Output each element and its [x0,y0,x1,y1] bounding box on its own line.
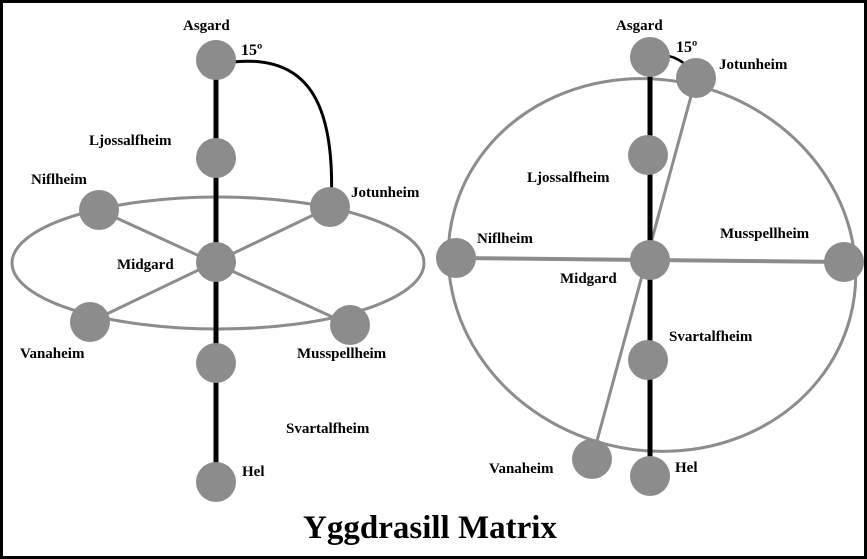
right-node-svartalfheim [628,340,668,380]
left-label-jotunheim: Jotunheim [351,185,420,201]
left-diagram: Asgard 15º Ljossalfheim Niflheim Jotunhe… [10,18,426,502]
left-rotation-arc [223,59,334,209]
left-label-vanaheim: Vanaheim [20,346,85,362]
left-node-vanaheim [70,302,110,342]
right-node-midgard [630,240,670,280]
left-node-ljossalfheim [196,138,236,178]
right-diagram: Asgard 15º Jotunheim Ljossalfheim Niflhe… [436,18,864,496]
right-node-musspellheim [824,242,864,282]
right-node-vanaheim [572,439,612,479]
left-label-hel: Hel [242,464,265,480]
right-label-angle: 15º [676,39,697,56]
left-node-jotunheim [310,187,350,227]
right-node-asgard [630,37,670,77]
left-label-musspellheim: Musspellheim [297,346,387,362]
left-node-svartalfheim [196,343,236,383]
right-label-niflheim: Niflheim [477,231,533,247]
diagram-title: Yggdrasill Matrix [303,510,557,546]
right-label-midgard: Midgard [560,271,617,287]
left-node-niflheim [79,190,119,230]
right-label-ljossalfheim: Ljossalfheim [527,170,610,186]
left-node-asgard [196,40,236,80]
left-label-midgard: Midgard [117,257,174,273]
left-label-asgard: Asgard [183,18,230,34]
right-node-niflheim [436,238,476,278]
right-node-hel [630,456,670,496]
right-label-musspellheim: Musspellheim [720,226,810,242]
left-label-niflheim: Niflheim [31,172,87,188]
right-label-jotunheim: Jotunheim [719,57,788,73]
right-node-jotunheim [676,58,716,98]
left-label-ljossalfheim: Ljossalfheim [89,133,172,149]
left-node-musspellheim [330,305,370,345]
right-label-hel: Hel [675,460,698,476]
right-node-ljossalfheim [628,135,668,175]
left-node-midgard [196,242,236,282]
left-label-svartalfheim: Svartalfheim [286,421,370,437]
left-label-angle: 15º [241,42,262,59]
right-label-asgard: Asgard [616,18,663,34]
right-label-vanaheim: Vanaheim [489,461,554,477]
right-label-svartalfheim: Svartalfheim [669,329,753,345]
left-node-hel [196,462,236,502]
